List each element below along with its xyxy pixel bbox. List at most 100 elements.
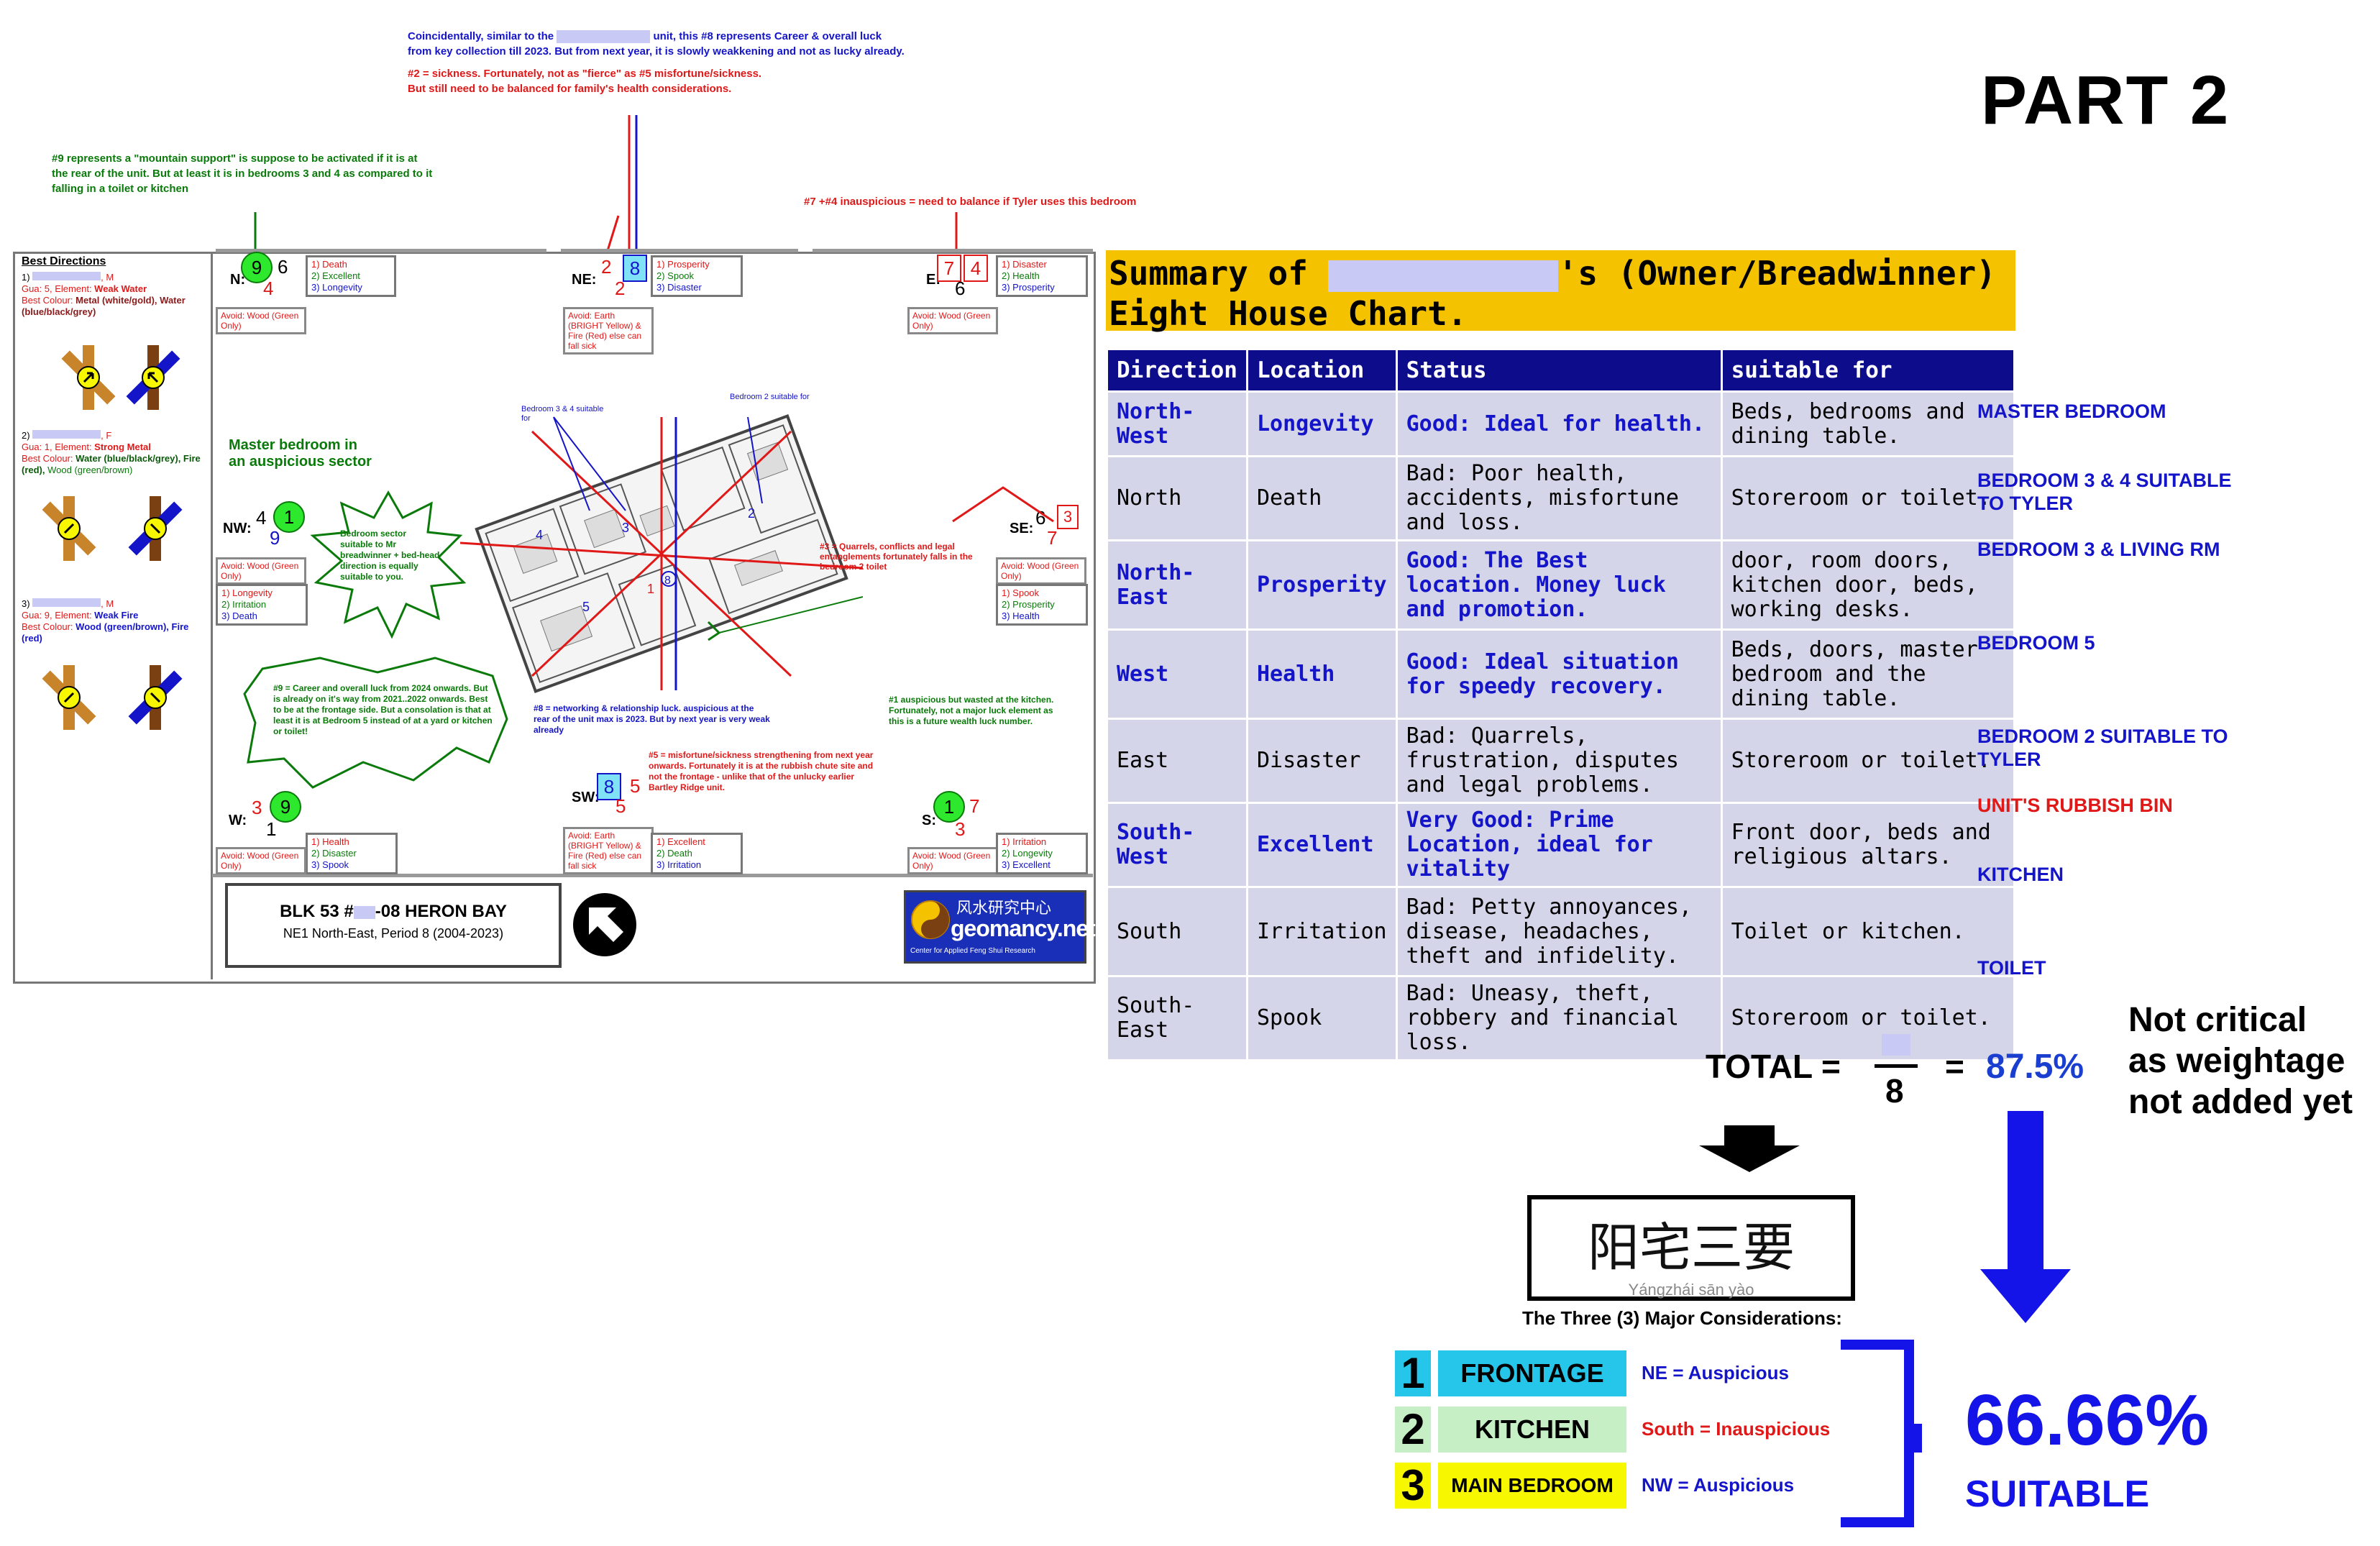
suitable-cell: Toilet or kitchen. xyxy=(1720,886,2015,977)
col-status: Status xyxy=(1395,348,1723,393)
redaction-box xyxy=(1327,260,1558,292)
sector-e-water-star: 4 xyxy=(964,255,988,282)
sector-line-ne xyxy=(561,249,798,252)
consideration-label: FRONTAGE xyxy=(1438,1350,1626,1396)
room-assignment-note: UNIT'S RUBBISH BIN xyxy=(1977,795,2173,816)
consideration-number: 2 xyxy=(1395,1407,1431,1453)
sector-se-avoid: Avoid: Wood (Green Only) xyxy=(996,557,1086,585)
part-title: PART 2 xyxy=(1981,62,2230,139)
consideration-label: KITCHEN xyxy=(1438,1407,1626,1453)
bedroom-2-note: Bedroom 2 suitable for xyxy=(730,393,810,401)
sector-nw-avoid: Avoid: Wood (Green Only) xyxy=(216,557,306,585)
sector-ne-star-3: 3) Disaster xyxy=(656,282,702,293)
sector-line-e xyxy=(813,249,1093,252)
room-assignment-note: BEDROOM 3 & 4 SUITABLE TO TYLER xyxy=(1977,470,2232,514)
room-assignment-note: BEDROOM 3 & LIVING RM xyxy=(1977,539,2220,560)
suitable-cell: door, room doors, kitchen door, beds, wo… xyxy=(1720,539,2015,631)
location-cell: Prosperity xyxy=(1245,539,1398,631)
eight-house-table: Direction Location Status suitable for N… xyxy=(1106,348,2015,1061)
sector-se-label: SE: xyxy=(1010,521,1034,536)
location-cell: Excellent xyxy=(1245,802,1398,888)
direction-cell: North-East xyxy=(1106,539,1248,631)
sector-sw-mountain-star: 8 xyxy=(597,773,621,800)
status-cell: Bad: Quarrels, frustration, disputes and… xyxy=(1395,718,1723,804)
person-3-name: , M xyxy=(101,598,114,609)
person-2-gua: Gua: 1, Element: xyxy=(22,442,95,452)
person-1-colour-label: Best Colour: xyxy=(22,295,76,306)
sector-ne-avoid: Avoid: Earth (BRIGHT Yellow) & Fire (Red… xyxy=(563,307,654,355)
sector-se-water-star: 3 xyxy=(1057,505,1079,529)
consideration-label: MAIN BEDROOM xyxy=(1438,1463,1626,1509)
sector-nw-mountain-star: 4 xyxy=(256,507,267,529)
sector-e-avoid: Avoid: Wood (Green Only) xyxy=(907,307,998,334)
master-bedroom-note: Master bedroom in an auspicious sector xyxy=(229,437,372,470)
summary-title-c: Eight House Chart. xyxy=(1109,294,1468,333)
suitable-cell: Beds, doors, master bedroom and the dini… xyxy=(1720,628,2015,720)
sector-nw-water-star: 1 xyxy=(273,501,305,533)
not-critical-line3: not added yet xyxy=(2128,1083,2353,1121)
sector-sw-stars: 1) Excellent 2) Death 3) Irritation xyxy=(651,833,743,874)
sector-ne-water-star: 8 xyxy=(623,255,647,282)
sector-se-base-star: 7 xyxy=(1047,527,1058,549)
bracket-icon xyxy=(1841,1340,1922,1527)
three-quarrels-note: #3 = Quarrels, conflicts and legal entan… xyxy=(820,541,973,572)
yangzhai-caption: The Three (3) Major Considerations: xyxy=(1522,1307,1842,1329)
person-2-colour: Water (blue/black/grey), Fire (red), xyxy=(22,453,201,475)
bedroom-34-note: Bedroom 3 & 4 suitable for xyxy=(521,405,604,423)
bedroom-sector-note: Bedroom sector suitable to Mr breadwinne… xyxy=(340,529,440,582)
person-2-colour-b: Wood (green/brown) xyxy=(47,465,133,475)
yangzhai-pinyin: Yángzhái sān yào xyxy=(1628,1281,1754,1299)
sector-sw-star-3: 3) Irritation xyxy=(656,859,702,870)
career-note-line1b: unit, this #8 represents Career & overal… xyxy=(653,30,882,42)
bedroom-sector-burst xyxy=(310,490,467,639)
sector-ne-star-1: 1) Prosperity xyxy=(656,259,710,270)
room-assignment-note: MASTER BEDROOM xyxy=(1977,401,2166,422)
sector-sw-label: SW: xyxy=(572,790,600,805)
sector-nw-star-1: 1) Longevity xyxy=(221,587,273,598)
redaction-box xyxy=(32,430,101,439)
sector-nw-star-2: 2) Irritation xyxy=(221,599,267,610)
connector-lines xyxy=(254,115,958,256)
status-cell: Good: The Best location. Money luck and … xyxy=(1395,539,1723,631)
sector-ne-stars: 1) Prosperity 2) Spook 3) Disaster xyxy=(651,255,743,297)
nine-career-note: #9 = Career and overall luck from 2024 o… xyxy=(273,683,493,736)
sector-w-mountain-star: 3 xyxy=(252,797,262,818)
floor-plan: 4 3 2 5 1 8 xyxy=(460,414,863,693)
logo-english: geomancy.net xyxy=(951,915,1096,941)
col-suitable: suitable for xyxy=(1720,348,2015,393)
svg-text:8: 8 xyxy=(664,575,671,587)
yin-yang-logo-icon xyxy=(911,900,950,939)
person-2-element: Strong Metal xyxy=(94,442,151,452)
sector-nw-stars: 1) Longevity 2) Irritation 3) Death xyxy=(216,584,308,626)
sector-s-star-2: 2) Longevity xyxy=(1002,848,1053,859)
person-3-colour: Wood (green/brown), Fire (red) xyxy=(22,621,189,644)
bedroom-pointer-lines xyxy=(553,416,763,511)
person-2-compass-icon xyxy=(42,496,183,561)
location-cell: Health xyxy=(1245,628,1398,720)
sector-n-stars: 1) Death 2) Excellent 3) Longevity xyxy=(306,255,396,297)
suitable-cell: Beds, bedrooms and dining table. xyxy=(1720,390,2015,457)
summary-header: Summary of 's (Owner/Breadwinner) Eight … xyxy=(1106,250,2015,333)
status-cell: Bad: Petty annoyances, disease, headache… xyxy=(1395,886,1723,977)
sector-sw-avoid: Avoid: Earth (BRIGHT Yellow) & Fire (Red… xyxy=(563,827,654,874)
status-cell: Bad: Uneasy, theft, robbery and financia… xyxy=(1395,975,1723,1061)
person-3-colour-label: Best Colour: xyxy=(22,621,76,632)
person-3-gua: Gua: 9, Element: xyxy=(22,610,95,621)
unit-title: BLK 53 #-08 HERON BAY xyxy=(228,902,559,922)
consideration-result: South = Inauspicious xyxy=(1642,1418,1831,1440)
direction-cell: East xyxy=(1106,718,1248,804)
table-header-row: Direction Location Status suitable for xyxy=(1106,348,2015,393)
location-cell: Death xyxy=(1245,455,1398,541)
nine-career-burst xyxy=(243,657,508,789)
svg-text:4: 4 xyxy=(536,528,543,542)
sector-n-water-star: 6 xyxy=(278,256,288,278)
logo-chinese: 风水研究中心 xyxy=(956,900,1052,918)
location-cell: Longevity xyxy=(1245,390,1398,457)
sector-e-star-2: 2) Health xyxy=(1002,270,1040,281)
sickness-note: #2 = sickness. Fortunately, not as "fier… xyxy=(408,66,1055,96)
sector-nw-star-3: 3) Death xyxy=(221,610,257,621)
